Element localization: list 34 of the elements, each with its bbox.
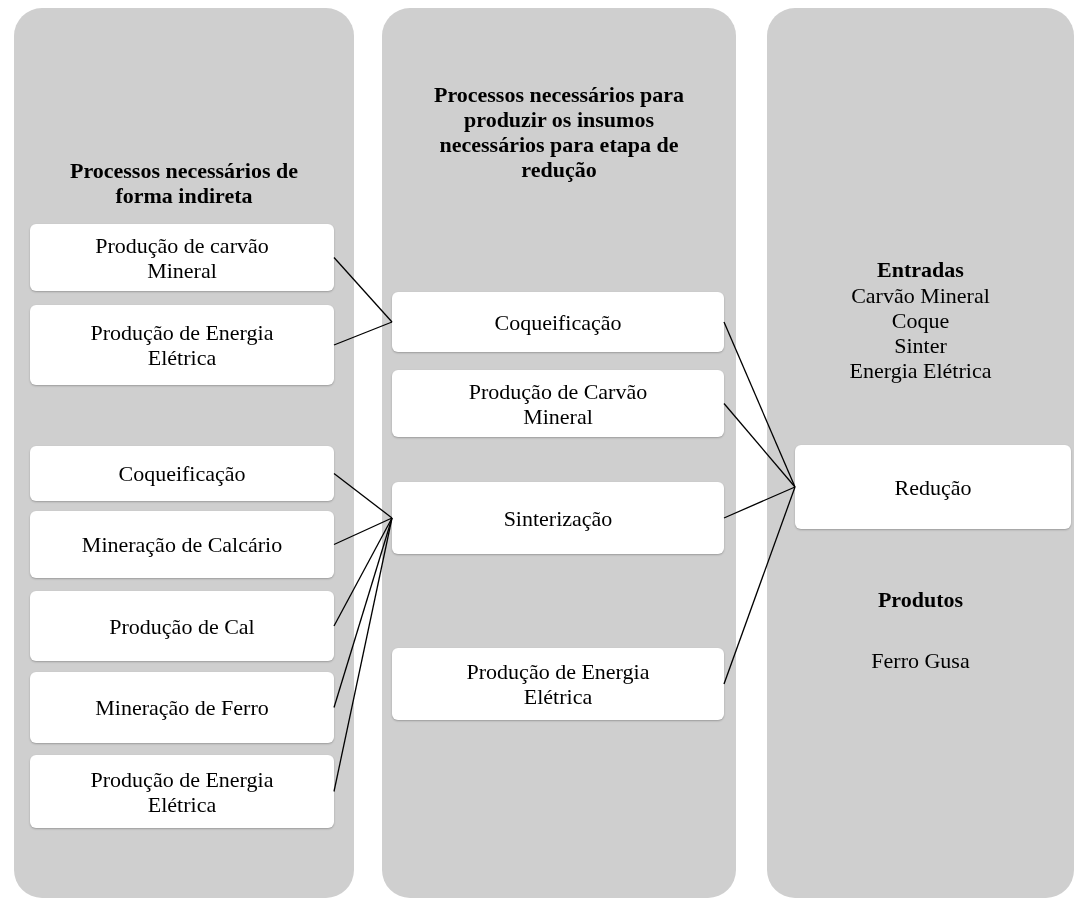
process-box: Sinterização [392,482,724,554]
column-panel [767,8,1074,898]
connector-line [333,517,393,546]
connector-line [333,321,393,346]
column-heading: Processos necessários para produzir os insumos necessários para etapa de redução [432,82,686,182]
process-box: Coqueificação [392,292,724,352]
list-item: Carvão Mineral [850,283,991,308]
process-box: Mineração de Calcário [30,511,334,578]
connector-line [333,517,393,627]
process-box: Produção de Energia Elétrica [392,648,724,720]
connector-line [723,402,796,488]
list-item: Coque [890,308,951,333]
process-box: Coqueificação [30,446,334,501]
connector-line [333,517,393,793]
process-box: Produção de Cal [30,591,334,661]
connector-line [333,256,393,323]
connector-line [723,321,796,488]
connector-line [723,486,796,685]
column-panel [14,8,354,898]
process-box: Produção de Energia Elétrica [30,305,334,385]
column-heading: Produtos [876,587,965,612]
connector-line [333,472,393,519]
connector-line [723,486,796,519]
process-box: Redução [795,445,1071,529]
process-box: Mineração de Ferro [30,672,334,743]
column-heading: Processos necessários de forma indireta [68,158,300,208]
column-heading: Entradas [876,257,965,282]
process-box: Produção de carvão Mineral [30,224,334,291]
list-item: Sinter [893,333,948,358]
list-item: Ferro Gusa [870,648,971,673]
column-panel [382,8,736,898]
process-box: Produção de Energia Elétrica [30,755,334,828]
process-box: Produção de Carvão Mineral [392,370,724,437]
list-item: Energia Elétrica [848,358,993,383]
